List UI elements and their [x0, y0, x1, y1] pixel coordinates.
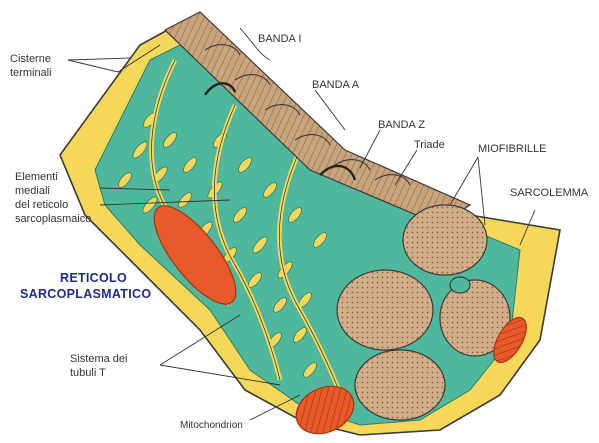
label-cisterne-1: Cisterne [10, 53, 51, 65]
label-miofibrille: MIOFIBRILLE [478, 143, 546, 155]
label-triade: Triade [414, 139, 445, 151]
label-sistema-2: tubuli T [70, 367, 106, 379]
label-sarcolemma: SARCOLEMMA [510, 187, 589, 199]
label-reticolo-2: SARCOPLASMATICO [20, 287, 151, 301]
label-elementi-4: sarcoplasmaico [15, 213, 91, 225]
label-sistema-1: Sistema dei [70, 353, 127, 365]
label-reticolo-1: RETICOLO [60, 271, 127, 285]
label-banda-a: BANDA A [312, 79, 360, 91]
label-elementi-2: mediali [15, 185, 50, 197]
label-banda-i: BANDA I [258, 33, 301, 45]
label-cisterne-2: terminali [10, 67, 52, 79]
label-elementi-3: del reticolo [15, 199, 68, 211]
label-elementi-1: Elementi [15, 171, 58, 183]
label-mitochondrion: Mitochondrion [180, 420, 243, 431]
label-banda-z: BANDA Z [378, 119, 425, 131]
